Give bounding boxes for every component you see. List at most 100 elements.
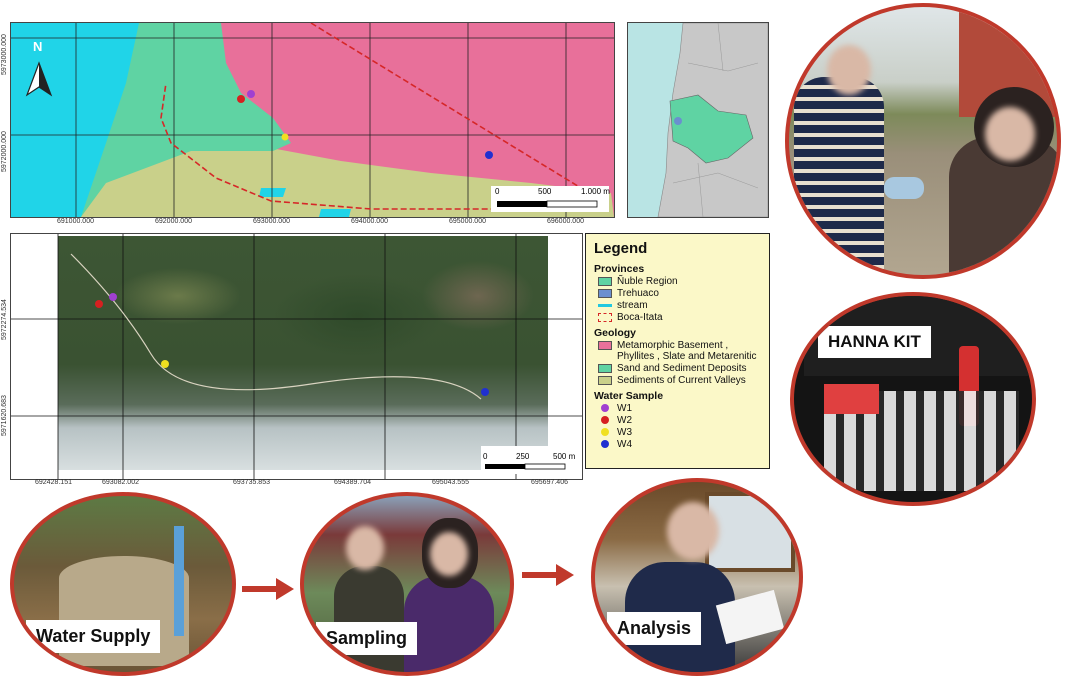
w3-dot <box>601 428 609 436</box>
legend-label: W4 <box>617 439 632 450</box>
sat-scale-label-0: 0 <box>483 452 488 461</box>
north-arrow-half <box>39 63 51 95</box>
legend-item-w2: W2 <box>598 415 761 426</box>
sea-area <box>11 23 139 217</box>
stream-swatch <box>598 304 612 307</box>
satellite-image <box>58 236 548 470</box>
legend-item-trehuaco: Trehuaco <box>598 288 761 299</box>
sample-w4 <box>485 151 493 159</box>
inset-svg <box>657 23 768 217</box>
legend-label: Boca-Itata <box>617 312 663 323</box>
sample-w2 <box>95 300 103 308</box>
legend-label: W2 <box>617 415 632 426</box>
road <box>70 253 482 400</box>
water-supply-label: Water Supply <box>26 620 161 653</box>
arrow-right-icon <box>242 578 294 605</box>
legend-item-valleys: Sediments of Current Valleys <box>598 375 761 386</box>
geology-map-svg <box>11 23 614 217</box>
metamorphic-swatch <box>598 341 612 350</box>
sat-x-tick: 694389.704 <box>334 479 371 486</box>
sat-y-tick: 5972274.534 <box>1 299 8 340</box>
scale-label-1000: 1.000 m <box>581 187 610 196</box>
legend-item-stream: stream <box>598 300 761 311</box>
sampling-photo: Sampling <box>300 492 514 676</box>
reagent-box <box>824 384 879 414</box>
arrow-right-icon <box>522 564 574 591</box>
sat-x-tick: 693082.002 <box>102 479 139 486</box>
blurred-face <box>985 107 1035 161</box>
blurred-face <box>430 532 468 576</box>
person-right <box>404 576 494 672</box>
nuble-region <box>669 94 754 164</box>
hanna-kit-label: HANNA KIT <box>818 326 931 358</box>
x-tick: 691000.000 <box>57 218 94 225</box>
nuble-swatch <box>598 277 612 286</box>
legend-label: W3 <box>617 427 632 438</box>
sample-w1 <box>109 293 117 301</box>
sat-x-tick: 692428.151 <box>35 479 72 486</box>
sample-w1 <box>247 90 255 98</box>
legend-item-metamorphic: Metamorphic Basement , Phyllites , Slate… <box>598 340 761 362</box>
blurred-face <box>667 502 719 560</box>
sample-w2 <box>237 95 245 103</box>
sample-w4 <box>481 388 489 396</box>
hanna-kit-photo: HANNA KIT <box>790 292 1036 506</box>
satellite-map: 0 250 500 m <box>10 233 583 480</box>
sat-x-tick: 693735.853 <box>233 479 270 486</box>
person-left <box>794 77 884 275</box>
scalebar-white <box>546 200 598 208</box>
sat-grid <box>11 234 582 479</box>
trehuaco-swatch <box>598 289 612 298</box>
x-tick: 692000.000 <box>155 218 192 225</box>
stream-lagoon <box>259 188 286 197</box>
sat-x-tick: 695697.406 <box>531 479 568 486</box>
location-inset-map <box>627 22 769 218</box>
legend-item-nuble: Ñuble Region <box>598 276 761 287</box>
stream-outlet <box>319 209 351 217</box>
legend-label: Sand and Sediment Deposits <box>617 363 747 374</box>
w1-dot <box>601 404 609 412</box>
person-left <box>334 566 404 672</box>
w2-dot <box>601 416 609 424</box>
sat-scale-label-250: 250 <box>516 452 530 461</box>
w4-dot <box>601 440 609 448</box>
legend-geology-heading: Geology <box>594 327 637 339</box>
trehuaco-marker <box>674 117 682 125</box>
blurred-face <box>346 526 384 570</box>
y-tick: 5972000.000 <box>1 131 8 172</box>
blurred-face <box>827 45 871 95</box>
legend-title: Legend <box>594 240 648 257</box>
satellite-overlay-svg <box>11 234 582 479</box>
scalebar-bg <box>491 186 609 212</box>
legend-item-boca-itata: Boca-Itata <box>598 312 761 323</box>
sat-scalebar-white <box>524 463 566 470</box>
north-label: N <box>33 39 43 54</box>
sample-w3 <box>281 133 289 141</box>
legend-item-sand: Sand and Sediment Deposits <box>598 363 761 374</box>
legend-item-w1: W1 <box>598 403 761 414</box>
legend-label: Sediments of Current Valleys <box>617 375 746 386</box>
legend-item-w4: W4 <box>598 439 761 450</box>
boca-itata-boundary <box>160 23 583 210</box>
x-tick: 694000.000 <box>351 218 388 225</box>
scalebar-black <box>497 201 547 207</box>
province-borders <box>672 23 759 217</box>
sat-scale-label-500: 500 m <box>553 452 576 461</box>
legend-label: stream <box>617 300 648 311</box>
legend-item-w3: W3 <box>598 427 761 438</box>
y-tick: 5973000.000 <box>1 34 8 75</box>
boca-itata-swatch <box>598 313 612 322</box>
water-supply-photo: Water Supply <box>10 492 236 676</box>
legend-samples-heading: Water Sample <box>594 390 664 402</box>
legend-label: Trehuaco <box>617 288 659 299</box>
map-legend: Legend Provinces Ñuble Region Trehuaco s… <box>585 233 770 469</box>
scale-label-500: 500 <box>538 187 552 196</box>
sample-w3 <box>161 360 169 368</box>
map-grid <box>11 23 614 217</box>
analysis-label: Analysis <box>607 612 702 645</box>
glove <box>884 177 924 199</box>
sat-scalebar-black <box>485 464 525 469</box>
x-tick: 696000.000 <box>547 218 584 225</box>
sampling-label: Sampling <box>316 622 418 655</box>
legend-label: W1 <box>617 403 632 414</box>
